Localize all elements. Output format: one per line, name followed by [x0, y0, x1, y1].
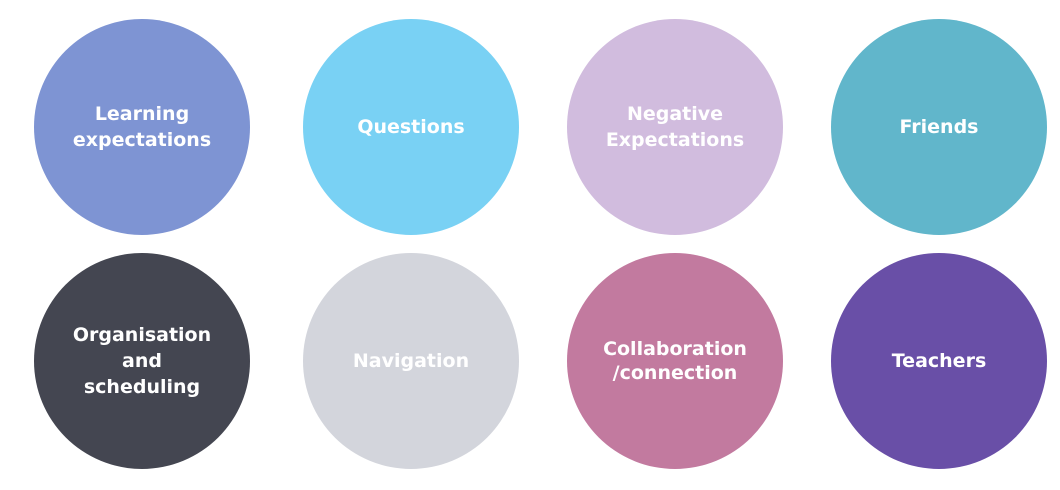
- circle-teachers: Teachers: [831, 253, 1047, 469]
- circle-label: Teachers: [891, 350, 987, 372]
- circle-label: Negative Expectations: [605, 103, 745, 151]
- circle-collaboration-connection: Collaboration /connection: [567, 253, 783, 469]
- circle-navigation: Navigation: [303, 253, 519, 469]
- circle-organisation-and-scheduling: Organisation and scheduling: [34, 253, 250, 469]
- circle-friends: Friends: [831, 19, 1047, 235]
- circle-label: Questions: [357, 116, 465, 138]
- circle-label: Collaboration /connection: [603, 338, 747, 384]
- circle-label: Friends: [899, 116, 979, 138]
- circle-label: Navigation: [352, 350, 470, 372]
- circle-questions: Questions: [303, 19, 519, 235]
- circle-label: Organisation and scheduling: [72, 324, 212, 398]
- circle-learning-expectations: Learning expectations: [34, 19, 250, 235]
- circle-negative-expectations: Negative Expectations: [567, 19, 783, 235]
- circle-label: Learning expectations: [72, 103, 212, 151]
